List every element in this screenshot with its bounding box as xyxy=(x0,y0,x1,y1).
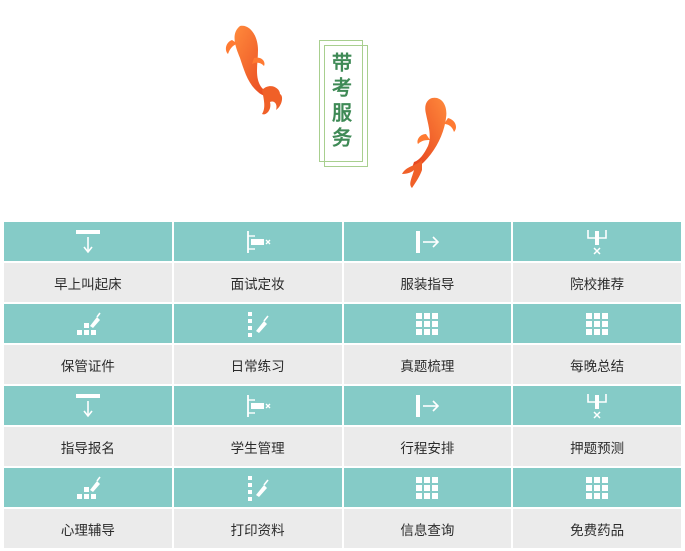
service-label: 真题梳理 xyxy=(343,345,512,384)
koi-fish-right-icon xyxy=(402,97,456,188)
service-label: 打印资料 xyxy=(173,509,342,548)
service-label: 免费药品 xyxy=(513,509,681,548)
service-label: 日常练习 xyxy=(173,345,342,384)
icon-cell xyxy=(4,386,172,425)
align-right-arrow-icon xyxy=(416,394,440,417)
icon-cell xyxy=(4,304,172,343)
arrow-down-icon xyxy=(75,393,100,417)
icon-cell xyxy=(513,468,681,507)
service-label: 行程安排 xyxy=(343,427,512,466)
icon-cell xyxy=(343,304,512,343)
align-left-remove-icon xyxy=(246,394,271,417)
align-right-arrow-icon xyxy=(416,230,440,253)
service-label: 押题预测 xyxy=(513,427,681,466)
icon-cell xyxy=(343,468,512,507)
title-box: 带考服务 xyxy=(319,40,368,167)
align-left-remove-icon xyxy=(246,230,271,253)
service-label: 信息查询 xyxy=(343,509,512,548)
service-label: 院校推荐 xyxy=(513,263,681,302)
icon-cell xyxy=(173,386,342,425)
header: 带考服务 xyxy=(0,0,685,222)
icon-cell xyxy=(513,222,681,261)
dropdown-close-icon xyxy=(587,393,607,419)
icon-cell xyxy=(4,222,172,261)
arrow-down-icon xyxy=(75,229,100,253)
service-label: 服装指导 xyxy=(343,263,512,302)
list-brush-icon xyxy=(247,475,269,501)
service-label: 面试定妆 xyxy=(173,263,342,302)
page-title: 带考服务 xyxy=(328,52,353,152)
icon-cell xyxy=(173,468,342,507)
service-label: 心理辅导 xyxy=(4,509,172,548)
icon-cell xyxy=(343,222,512,261)
grid-icon xyxy=(416,312,439,335)
service-label: 保管证件 xyxy=(4,345,172,384)
grid-icon xyxy=(416,476,439,499)
dropdown-close-icon xyxy=(587,229,607,255)
service-label: 早上叫起床 xyxy=(4,263,172,302)
koi-fish-left-icon xyxy=(225,25,283,115)
icon-cell xyxy=(513,386,681,425)
icon-cell xyxy=(4,468,172,507)
service-grid: 早上叫起床面试定妆服装指导院校推荐保管证件日常练习真题梳理每晚总结指导报名学生管… xyxy=(4,222,681,548)
service-label: 每晚总结 xyxy=(513,345,681,384)
icon-cell xyxy=(173,304,342,343)
service-label: 指导报名 xyxy=(4,427,172,466)
list-brush-icon xyxy=(247,311,269,337)
icon-cell xyxy=(343,386,512,425)
grid-brush-icon xyxy=(76,476,101,499)
grid-icon xyxy=(586,476,609,499)
grid-icon xyxy=(586,312,609,335)
icon-cell xyxy=(513,304,681,343)
grid-brush-icon xyxy=(76,312,101,335)
service-label: 学生管理 xyxy=(173,427,342,466)
icon-cell xyxy=(173,222,342,261)
